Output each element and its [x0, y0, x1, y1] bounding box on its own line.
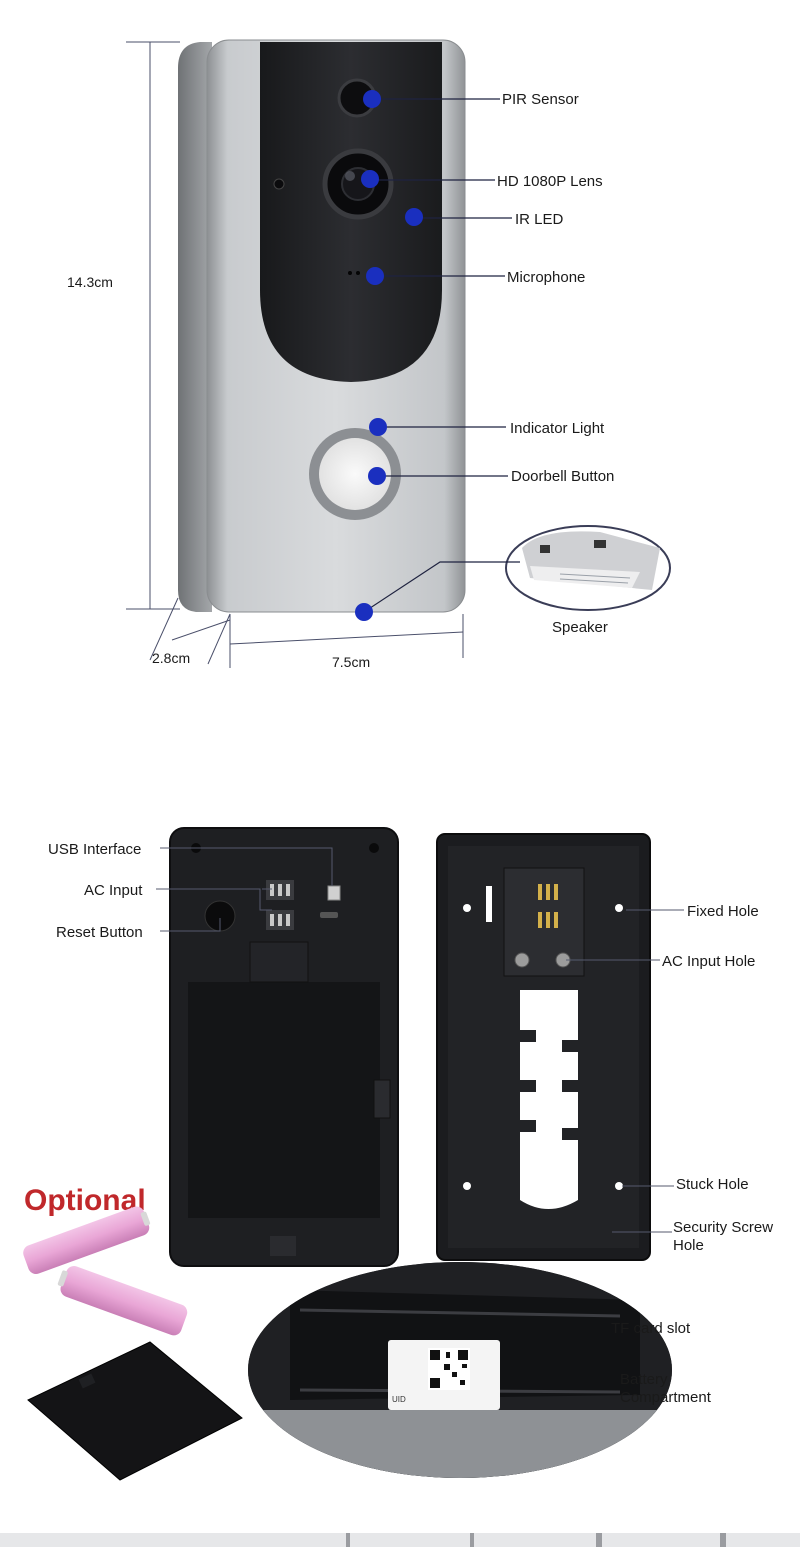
- callout-dot: [363, 90, 381, 108]
- label-usb-interface: USB Interface: [48, 841, 141, 858]
- height-label: 14.3cm: [67, 274, 113, 290]
- depth-label: 2.8cm: [152, 650, 190, 666]
- label-security-screw-hole: Security Screw: [673, 1219, 773, 1236]
- speaker-zoom: [505, 525, 671, 611]
- battery-cover: [188, 982, 380, 1218]
- callout-dot: [366, 267, 384, 285]
- callout-dot: [369, 418, 387, 436]
- bottom-strip: [0, 1533, 800, 1547]
- qr-code: [428, 1348, 470, 1390]
- label-battery-compartment-2: Compartment: [620, 1389, 712, 1406]
- device-side: [178, 42, 212, 612]
- label-reset-button: Reset Button: [56, 924, 143, 941]
- label-ac-input-hole: AC Input Hole: [662, 953, 755, 970]
- callout-dot: [368, 467, 386, 485]
- front-view: 14.3cm 2.8cm 7.5cm: [67, 39, 671, 670]
- battery-1: [23, 1206, 151, 1274]
- front-callout-dots: [355, 90, 423, 621]
- battery-cover-loose: [27, 1341, 243, 1481]
- height-dimension: [126, 41, 180, 610]
- label-stuck-hole: Stuck Hole: [676, 1176, 749, 1193]
- label-hd-lens: HD 1080P Lens: [497, 173, 603, 190]
- width-dimension: [149, 597, 464, 668]
- callout-dot: [355, 603, 373, 621]
- compartment-zoom: UID: [248, 1262, 672, 1478]
- label-pir-sensor: PIR Sensor: [502, 91, 579, 108]
- label-battery-compartment: Battery: [620, 1371, 668, 1388]
- slot-opening: [520, 990, 578, 1209]
- back-view: [169, 827, 651, 1267]
- battery-2: [57, 1266, 188, 1336]
- label-doorbell-button: Doorbell Button: [511, 468, 614, 485]
- usb-port: [327, 885, 341, 901]
- label-fixed-hole: Fixed Hole: [687, 903, 759, 920]
- callout-dot: [405, 208, 423, 226]
- label-indicator-light: Indicator Light: [510, 420, 605, 437]
- label-tf-card-slot: TF card slot: [611, 1320, 691, 1337]
- label-ac-input: AC Input: [84, 882, 143, 899]
- label-ir-led: IR LED: [515, 211, 564, 228]
- width-label: 7.5cm: [332, 654, 370, 670]
- callout-dot: [361, 170, 379, 188]
- ac-input-contacts: [266, 880, 294, 930]
- label-microphone: Microphone: [507, 269, 585, 286]
- front-callout-lines: [363, 98, 520, 613]
- uid-text: UID: [392, 1395, 406, 1404]
- label-security-screw-hole-2: Hole: [673, 1237, 704, 1254]
- label-speaker: Speaker: [552, 619, 608, 636]
- doorbell-button: [319, 438, 391, 510]
